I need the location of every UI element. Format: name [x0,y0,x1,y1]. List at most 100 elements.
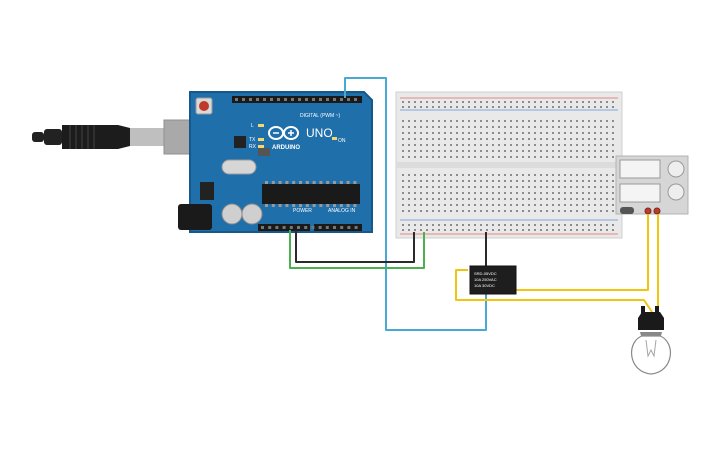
breadboard-hole [420,186,422,188]
breadboard-hole [456,144,458,146]
light-bulb-icon[interactable] [630,306,672,375]
breadboard-hole [462,144,464,146]
breadboard-hole [600,132,602,134]
breadboard-hole [570,120,572,122]
breadboard-hole [546,174,548,176]
breadboard-hole [510,229,512,231]
header-pin [326,98,329,101]
breadboard-hole [528,192,530,194]
relay-module-icon[interactable]: SRD-05VDC 10A 250VAC 10A 30VDC [469,265,517,295]
breadboard-hole [444,138,446,140]
breadboard-hole [540,204,542,206]
breadboard-hole [498,132,500,134]
header-pin [268,226,272,229]
breadboard-hole [408,174,410,176]
breadboard-hole [468,204,470,206]
arduino-uno-board[interactable]: L TX RX ON UNO ARDUINO DIGITAL (PWM ~) P… [178,91,373,233]
breadboard-hole [432,192,434,194]
display-module[interactable] [615,155,689,215]
breadboard-hole [540,180,542,182]
breadboard-hole [480,144,482,146]
yellow-wire[interactable] [516,214,649,291]
breadboard-hole [426,210,428,212]
potentiometer-knob[interactable] [667,160,685,178]
breadboard-hole [528,174,530,176]
breadboard-hole [600,210,602,212]
breadboard-hole [420,224,422,226]
breadboard-hole [504,180,506,182]
breadboard-hole [456,150,458,152]
breadboard-hole [564,180,566,182]
potentiometer-knob[interactable] [667,183,685,201]
black-wire[interactable] [295,230,415,263]
digital-header [232,96,362,103]
breadboard-hole [594,174,596,176]
breadboard-hole [546,138,548,140]
breadboard-hole [492,101,494,103]
chip-pin [353,204,357,207]
breadboard-hole [576,174,578,176]
breadboard-hole [588,144,590,146]
breadboard-hole [576,120,578,122]
chip-pin [326,181,330,184]
breadboard-hole [402,229,404,231]
breadboard-hole [432,132,434,134]
breadboard-hole [462,156,464,158]
breadboard-hole [420,144,422,146]
breadboard-hole [504,144,506,146]
breadboard-hole [426,204,428,206]
breadboard-hole [408,150,410,152]
breadboard-hole [576,204,578,206]
header-pin [333,226,336,229]
breadboard-hole [408,101,410,103]
breadboard-hole [564,126,566,128]
breadboard-hole [534,174,536,176]
breadboard-hole [606,224,608,226]
breadboard-hole [498,120,500,122]
breadboard-hole [462,180,464,182]
breadboard-hole [402,120,404,122]
breadboard-hole [600,204,602,206]
breadboard-hole [534,180,536,182]
breadboard-hole [576,186,578,188]
breadboard-hole [606,101,608,103]
breadboard-hole [528,126,530,128]
green-wire[interactable] [289,230,425,269]
header-pin [340,226,344,229]
chip-pin [265,204,268,207]
breadboard-hole [588,229,590,231]
breadboard-hole [528,150,530,152]
breadboard-hole [504,156,506,158]
usb-cable-icon[interactable] [32,119,197,155]
breadboard-hole [408,198,410,200]
breadboard-hole [522,192,524,194]
blue-wire[interactable] [344,77,487,331]
breadboard-hole [474,229,476,231]
yellow-wire[interactable] [455,269,653,313]
breadboard-hole [474,106,476,108]
breadboard-hole [510,132,512,134]
breadboard-hole [420,126,422,128]
breadboard-hole [474,224,476,226]
breadboard-hole [402,210,404,212]
breadboard-hole [522,126,524,128]
breadboard-hole [606,210,608,212]
header-pin [298,98,301,101]
breadboard-hole [474,138,476,140]
breadboard-hole [516,144,518,146]
breadboard[interactable] [395,91,623,239]
breadboard-hole [480,204,482,206]
chip-pin [333,181,336,184]
breadboard-hole [492,120,494,122]
breadboard-hole [582,101,584,103]
breadboard-hole [600,180,602,182]
breadboard-hole [552,192,554,194]
breadboard-hole [582,210,584,212]
breadboard-hole [582,174,584,176]
breadboard-hole [420,120,422,122]
breadboard-hole [564,150,566,152]
breadboard-hole [576,106,578,108]
breadboard-hole [558,150,560,152]
chip-pin [305,204,309,207]
